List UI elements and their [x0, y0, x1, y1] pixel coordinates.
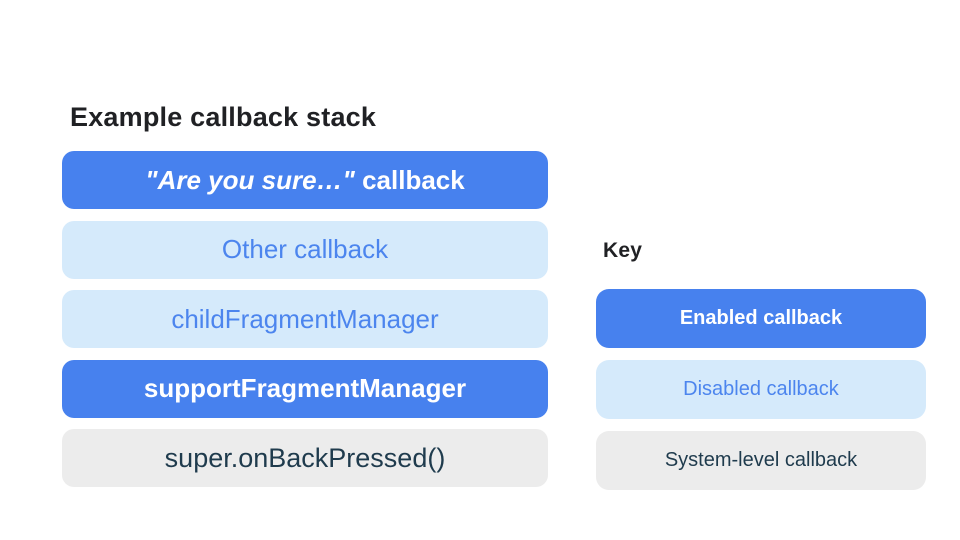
- key-heading: Key: [603, 239, 643, 262]
- stack-bar-are-you-sure-callback: "Are you sure…" callback: [62, 151, 548, 209]
- stack-bar-label: Other callback: [221, 234, 389, 264]
- stack-bar-child-fragment-manager: childFragmentManager: [62, 290, 548, 348]
- stack-bar-label: supportFragmentManager: [143, 373, 467, 403]
- key-item-label: System-level callback: [664, 449, 858, 471]
- key-legend: Enabled callback Disabled callback Syste…: [596, 289, 926, 490]
- stack-bar-label: super.onBackPressed(): [164, 442, 446, 473]
- stack-bar-support-fragment-manager: supportFragmentManager: [62, 359, 548, 418]
- stack-bar-other-callback: Other callback: [62, 220, 548, 279]
- key-item-disabled-callback: Disabled callback: [596, 360, 926, 419]
- key-item-system-level-callback: System-level callback: [596, 431, 926, 490]
- key-item-label: Disabled callback: [683, 378, 839, 400]
- stack-title: Example callback stack: [70, 102, 377, 132]
- stack-bar-label: childFragmentManager: [171, 303, 439, 334]
- key-item-label: Enabled callback: [679, 307, 843, 329]
- stack-bar-label-quoted: "Are you sure…": [145, 164, 355, 195]
- callback-stack: "Are you sure…" callback Other callback …: [62, 151, 548, 487]
- key-item-enabled-callback: Enabled callback: [596, 289, 926, 348]
- stack-bar-super-on-back-pressed: super.onBackPressed(): [62, 429, 548, 487]
- stack-bar-label-rest: callback: [354, 164, 465, 195]
